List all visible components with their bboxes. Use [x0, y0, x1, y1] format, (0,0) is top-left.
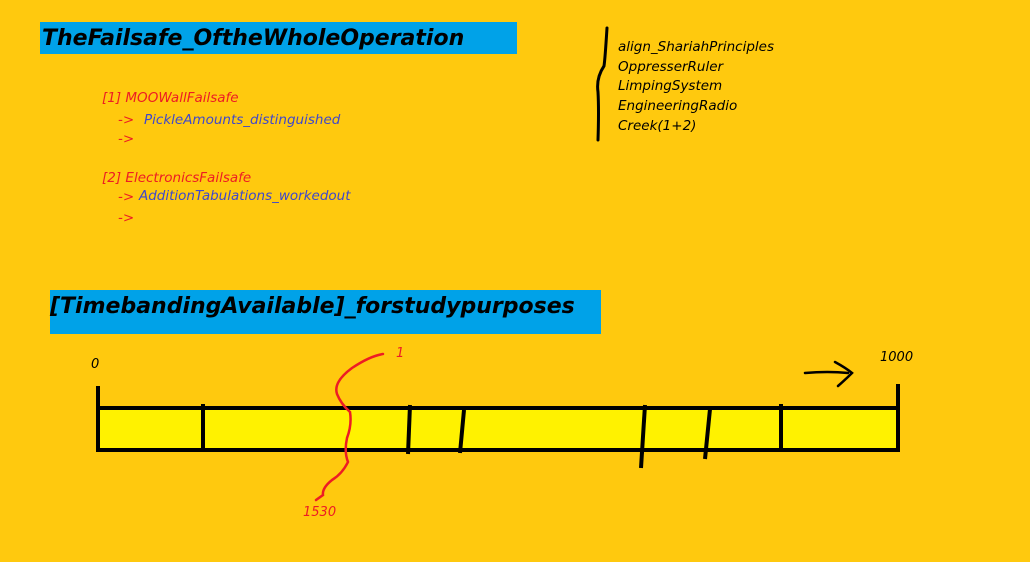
failsafe-2-item: AdditionTabulations_workedout	[139, 188, 351, 204]
bracket-line	[596, 26, 609, 142]
failsafe-2-label: [2] ElectronicsFailsafe	[102, 170, 252, 186]
arrow-head	[833, 360, 854, 388]
failsafe-1-item: PickleAmounts_distinguished	[144, 112, 341, 128]
failsafe-1-arrow: ->	[118, 112, 135, 128]
failsafe-2-arrow-2: ->	[118, 210, 135, 226]
side-list-item: align_ShariahPrinciples	[618, 39, 775, 55]
bar-divider	[458, 409, 466, 454]
failsafe-1-arrow-2: ->	[118, 131, 135, 147]
bar-divider	[406, 404, 412, 455]
bar-divider	[703, 408, 712, 460]
timeband-end-label: 1000	[880, 350, 914, 365]
failsafe-2-arrow: ->	[118, 189, 135, 205]
page-title: TheFailsafe_OftheWholeOperation	[40, 22, 517, 54]
arrow-right-icon	[803, 370, 850, 375]
failsafe-1-label: [1] MOOWallFailsafe	[102, 90, 239, 106]
side-list-item: EngineeringRadio	[618, 98, 738, 115]
marker-top-label: 1	[396, 346, 405, 361]
marker-bottom-label: 1530	[303, 505, 337, 520]
bar-divider	[639, 404, 647, 469]
timeband-start-label: 0	[91, 357, 100, 372]
side-list: align_ShariahPrinciples OppresserRuler L…	[618, 38, 774, 137]
timeband-bar	[96, 406, 900, 452]
timeband-title: [TimebandingAvailable]_forstudypurposes	[50, 290, 601, 334]
side-list-item: OppresserRuler	[618, 58, 724, 75]
side-list-item: LimpingSystem	[618, 78, 723, 95]
red-marker-line	[314, 352, 385, 502]
side-list-item: Creek(1+2)	[618, 117, 697, 134]
